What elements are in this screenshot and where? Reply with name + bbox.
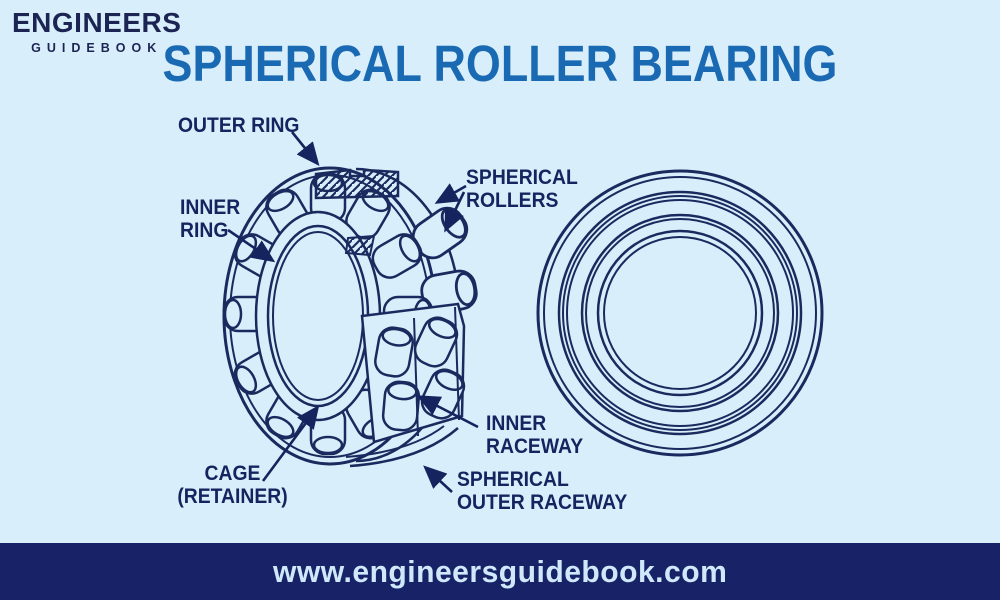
label-inner-raceway: INNER RACEWAY: [486, 412, 583, 458]
arrow-spherical-rollers-2: [444, 191, 466, 233]
arrow-inner-raceway: [416, 395, 479, 429]
label-cage-line1: CAGE: [204, 461, 261, 485]
label-outer-ring-line1: OUTER RING: [178, 113, 300, 137]
footer-bar: www.engineersguidebook.com: [0, 543, 1000, 600]
label-spherical-rollers: SPHERICAL ROLLERS: [466, 166, 578, 212]
brand-logo: ENGINEERS GUIDEBOOK: [12, 9, 181, 55]
label-cage-line2: (RETAINER): [177, 483, 288, 508]
cutaway-bearing-drawing: [222, 166, 481, 468]
brand-name: ENGINEERS: [12, 7, 182, 38]
label-outer-ring: OUTER RING: [178, 114, 299, 137]
label-inner-ring-line1: INNER: [180, 195, 241, 219]
outer-raceway-arcs: [345, 425, 459, 468]
label-inner-raceway-line2: RACEWAY: [486, 433, 584, 458]
label-outer-raceway-line1: SPHERICAL: [457, 467, 569, 491]
website-url-link[interactable]: www.engineersguidebook.com: [272, 553, 728, 589]
label-spherical-outer-raceway: SPHERICAL OUTER RACEWAY: [457, 468, 627, 514]
label-inner-raceway-line1: INNER: [486, 411, 547, 435]
page-title: SPHERICAL ROLLER BEARING: [162, 35, 838, 92]
label-inner-ring: INNER RING: [180, 196, 240, 242]
callout-arrows: [227, 131, 479, 493]
brand-subtitle: GUIDEBOOK: [31, 41, 163, 55]
label-outer-raceway-line2: OUTER RACEWAY: [457, 489, 628, 514]
arrow-spherical-rollers-1: [434, 183, 467, 204]
label-spherical-rollers-line2: ROLLERS: [466, 187, 559, 212]
cage-cutaway-panel: [360, 302, 470, 444]
arrow-inner-ring: [227, 228, 276, 263]
hatched-section: [314, 168, 400, 257]
label-inner-ring-line2: RING: [180, 217, 229, 242]
label-spherical-rollers-line1: SPHERICAL: [466, 165, 578, 189]
arrow-cage: [261, 404, 320, 482]
arrow-outer-ring: [290, 131, 320, 167]
arrow-outer-raceway: [423, 465, 453, 493]
front-view-rings: [536, 169, 824, 457]
label-cage-retainer: CAGE (RETAINER): [176, 462, 289, 508]
